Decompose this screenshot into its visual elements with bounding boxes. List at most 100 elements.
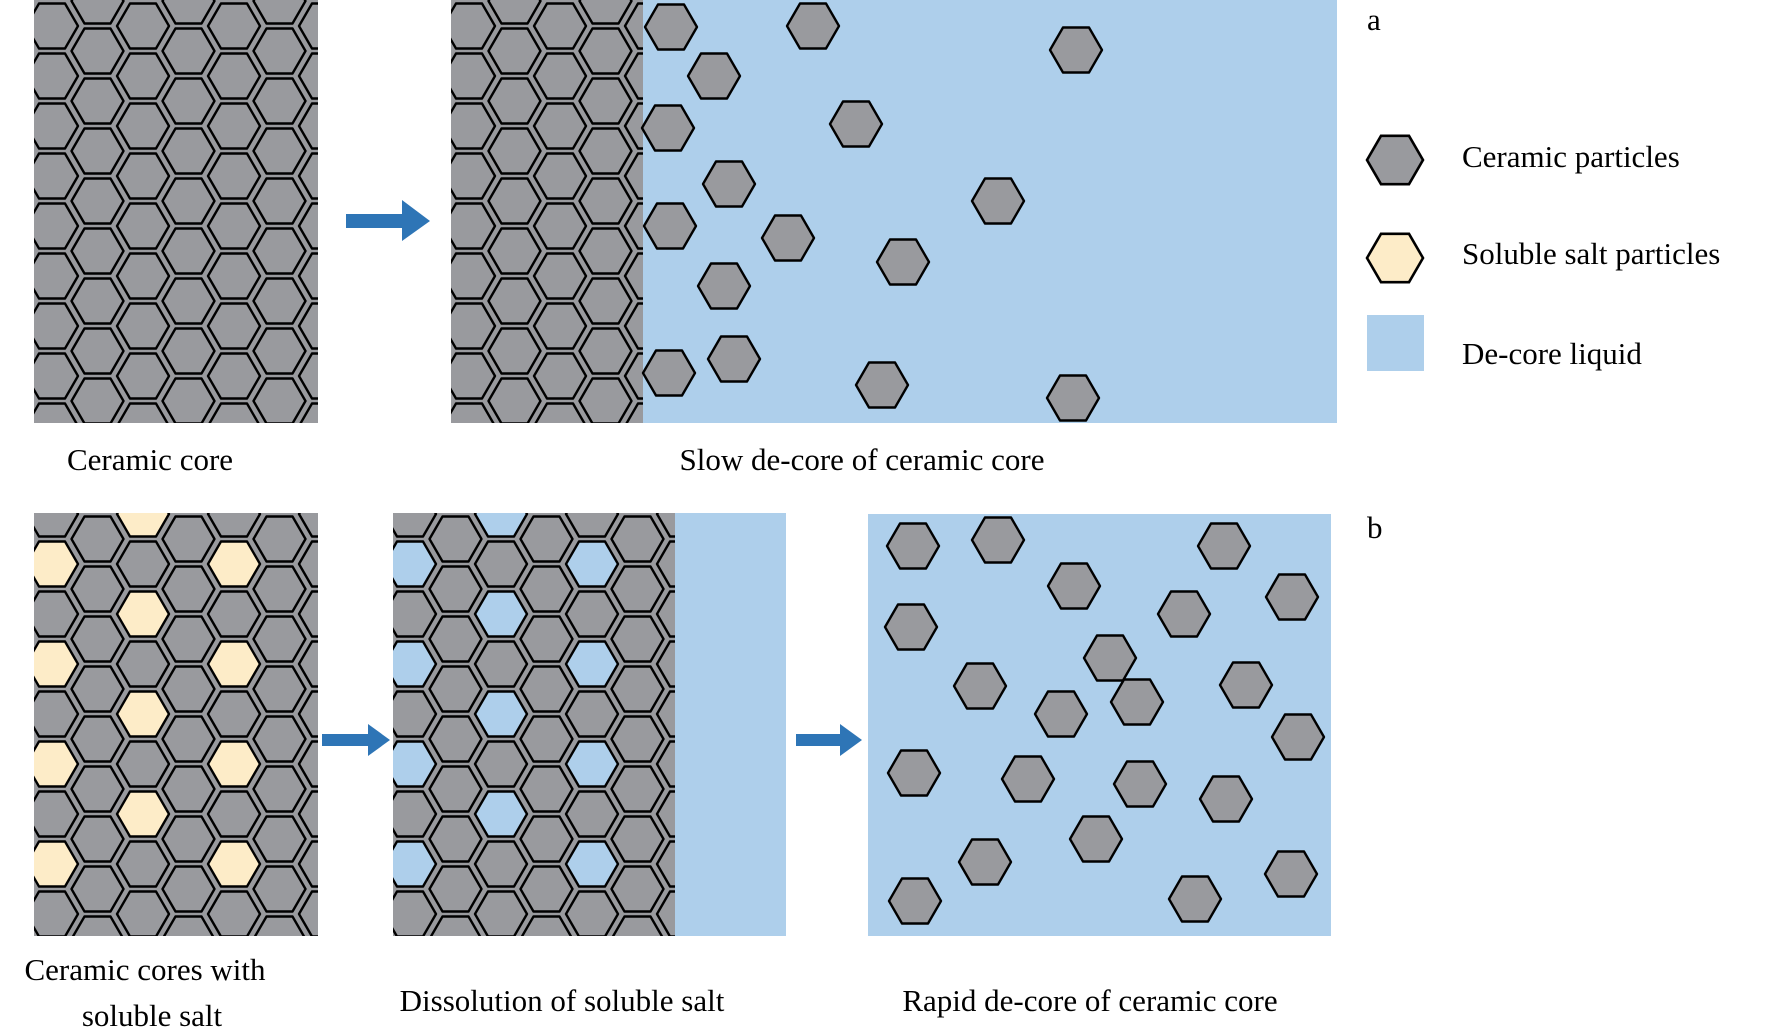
- panel-b-rapid-decore: [868, 514, 1331, 936]
- ceramic-particle: [161, 765, 216, 813]
- ceramic-particle: [487, 27, 542, 75]
- ceramic-particle: [252, 127, 307, 175]
- ceramic-particle: [0, 467, 33, 512]
- caption-salt-core-line1: Ceramic cores with: [24, 952, 266, 987]
- ceramic-particle: [610, 765, 665, 813]
- ceramic-particle: [580, 429, 632, 474]
- ceramic-particle: [398, 129, 450, 174]
- ceramic-particle: [206, 590, 262, 638]
- ceramic-particle: [487, 277, 542, 325]
- ceramic-particle: [0, 29, 33, 74]
- dissolved-salt-cavity: [473, 590, 529, 638]
- ceramic-particle: [521, 1017, 573, 1032]
- ceramic-particle: [451, 302, 497, 350]
- ceramic-particle: [252, 865, 307, 913]
- ceramic-particle: [345, 429, 397, 474]
- ceramic-particle: [345, 379, 397, 424]
- ceramic-particle: [339, 917, 391, 962]
- ceramic-particle: [640, 104, 696, 152]
- ceramic-particle: [430, 1017, 482, 1032]
- salt-particle: [206, 640, 262, 688]
- ceramic-particle: [161, 565, 216, 613]
- ceramic-particle: [115, 52, 171, 100]
- legend-label-liquid: De-core liquid: [1462, 336, 1642, 371]
- ceramic-particle: [252, 515, 307, 563]
- ceramic-particle: [642, 202, 698, 250]
- ceramic-particle: [1068, 815, 1124, 863]
- ceramic-particle: [1218, 661, 1274, 709]
- ceramic-particle: [345, 667, 397, 712]
- ceramic-particle: [0, 567, 33, 612]
- ceramic-particle: [430, 467, 482, 512]
- dissolved-salt-cavity: [393, 840, 438, 888]
- ceramic-particle: [886, 749, 942, 797]
- ceramic-particle: [339, 1017, 391, 1032]
- ceramic-particle: [0, 767, 33, 812]
- ceramic-particle: [1196, 522, 1252, 570]
- ceramic-particle: [115, 740, 171, 788]
- ceramic-particle-icon: [1365, 134, 1425, 186]
- ceramic-particle: [70, 515, 125, 563]
- ceramic-particle: [473, 740, 529, 788]
- ceramic-particle: [345, 517, 397, 562]
- ceramic-particle: [254, 1017, 306, 1032]
- ceramic-particle: [34, 690, 80, 738]
- ceramic-particle: [760, 214, 816, 262]
- ceramic-particle: [1045, 374, 1101, 422]
- ceramic-particle: [345, 479, 397, 524]
- ceramic-particle: [299, 442, 351, 487]
- ceramic-particle: [532, 352, 588, 400]
- ceramic-particle: [206, 202, 262, 250]
- caption-dissolution: Dissolution of soluble salt: [400, 983, 725, 1018]
- ceramic-particle: [655, 890, 675, 936]
- ceramic-particle: [643, 3, 699, 51]
- legend-item-salt: Soluble salt particles: [1365, 232, 1720, 284]
- ceramic-particle: [70, 27, 125, 75]
- ceramic-particle: [115, 540, 171, 588]
- ceramic-particle: [297, 740, 318, 788]
- ceramic-particle: [345, 79, 397, 124]
- ceramic-particle: [612, 1017, 664, 1032]
- ceramic-particle: [115, 840, 171, 888]
- ceramic-particle: [161, 277, 216, 325]
- legend-label-ceramic: Ceramic particles: [1462, 139, 1680, 174]
- dissolved-salt-cavity: [473, 690, 529, 738]
- ceramic-particle: [887, 877, 943, 925]
- ceramic-particle: [115, 202, 171, 250]
- ceramic-particle: [345, 817, 397, 862]
- ceramic-particle: [578, 327, 633, 375]
- ceramic-particle: [345, 567, 397, 612]
- ceramic-particle: [564, 690, 620, 738]
- ceramic-particle: [345, 29, 397, 74]
- ceramic-particle: [534, 454, 586, 499]
- ceramic-particle: [428, 715, 483, 763]
- ceramic-particle: [443, 454, 495, 499]
- ceramic-particle: [26, 992, 78, 1032]
- ceramic-particle: [206, 2, 262, 50]
- salt-particle: [206, 740, 262, 788]
- salt-particle: [206, 540, 262, 588]
- ceramic-particle: [519, 765, 574, 813]
- ceramic-particle: [610, 665, 665, 713]
- ceramic-particle: [339, 967, 391, 1012]
- ceramic-particle: [655, 640, 675, 688]
- ceramic-particle: [451, 2, 497, 50]
- ceramic-particle: [473, 640, 529, 688]
- ceramic-particle: [1033, 690, 1089, 738]
- ceramic-particle: [0, 529, 33, 574]
- ceramic-particle: [161, 665, 216, 713]
- salt-particle: [34, 540, 80, 588]
- ceramic-particle: [297, 540, 318, 588]
- ceramic-particle: [610, 515, 665, 563]
- ceramic-particle: [393, 513, 438, 538]
- ceramic-particle: [34, 890, 80, 936]
- ceramic-particle: [339, 817, 391, 862]
- ceramic-particle: [34, 52, 80, 100]
- ceramic-particle: [384, 942, 436, 987]
- ceramic-particle: [161, 177, 216, 225]
- ceramic-particle: [564, 590, 620, 638]
- ceramic-particle: [161, 865, 216, 913]
- ceramic-particle: [610, 565, 665, 613]
- ceramic-particle: [345, 1017, 397, 1032]
